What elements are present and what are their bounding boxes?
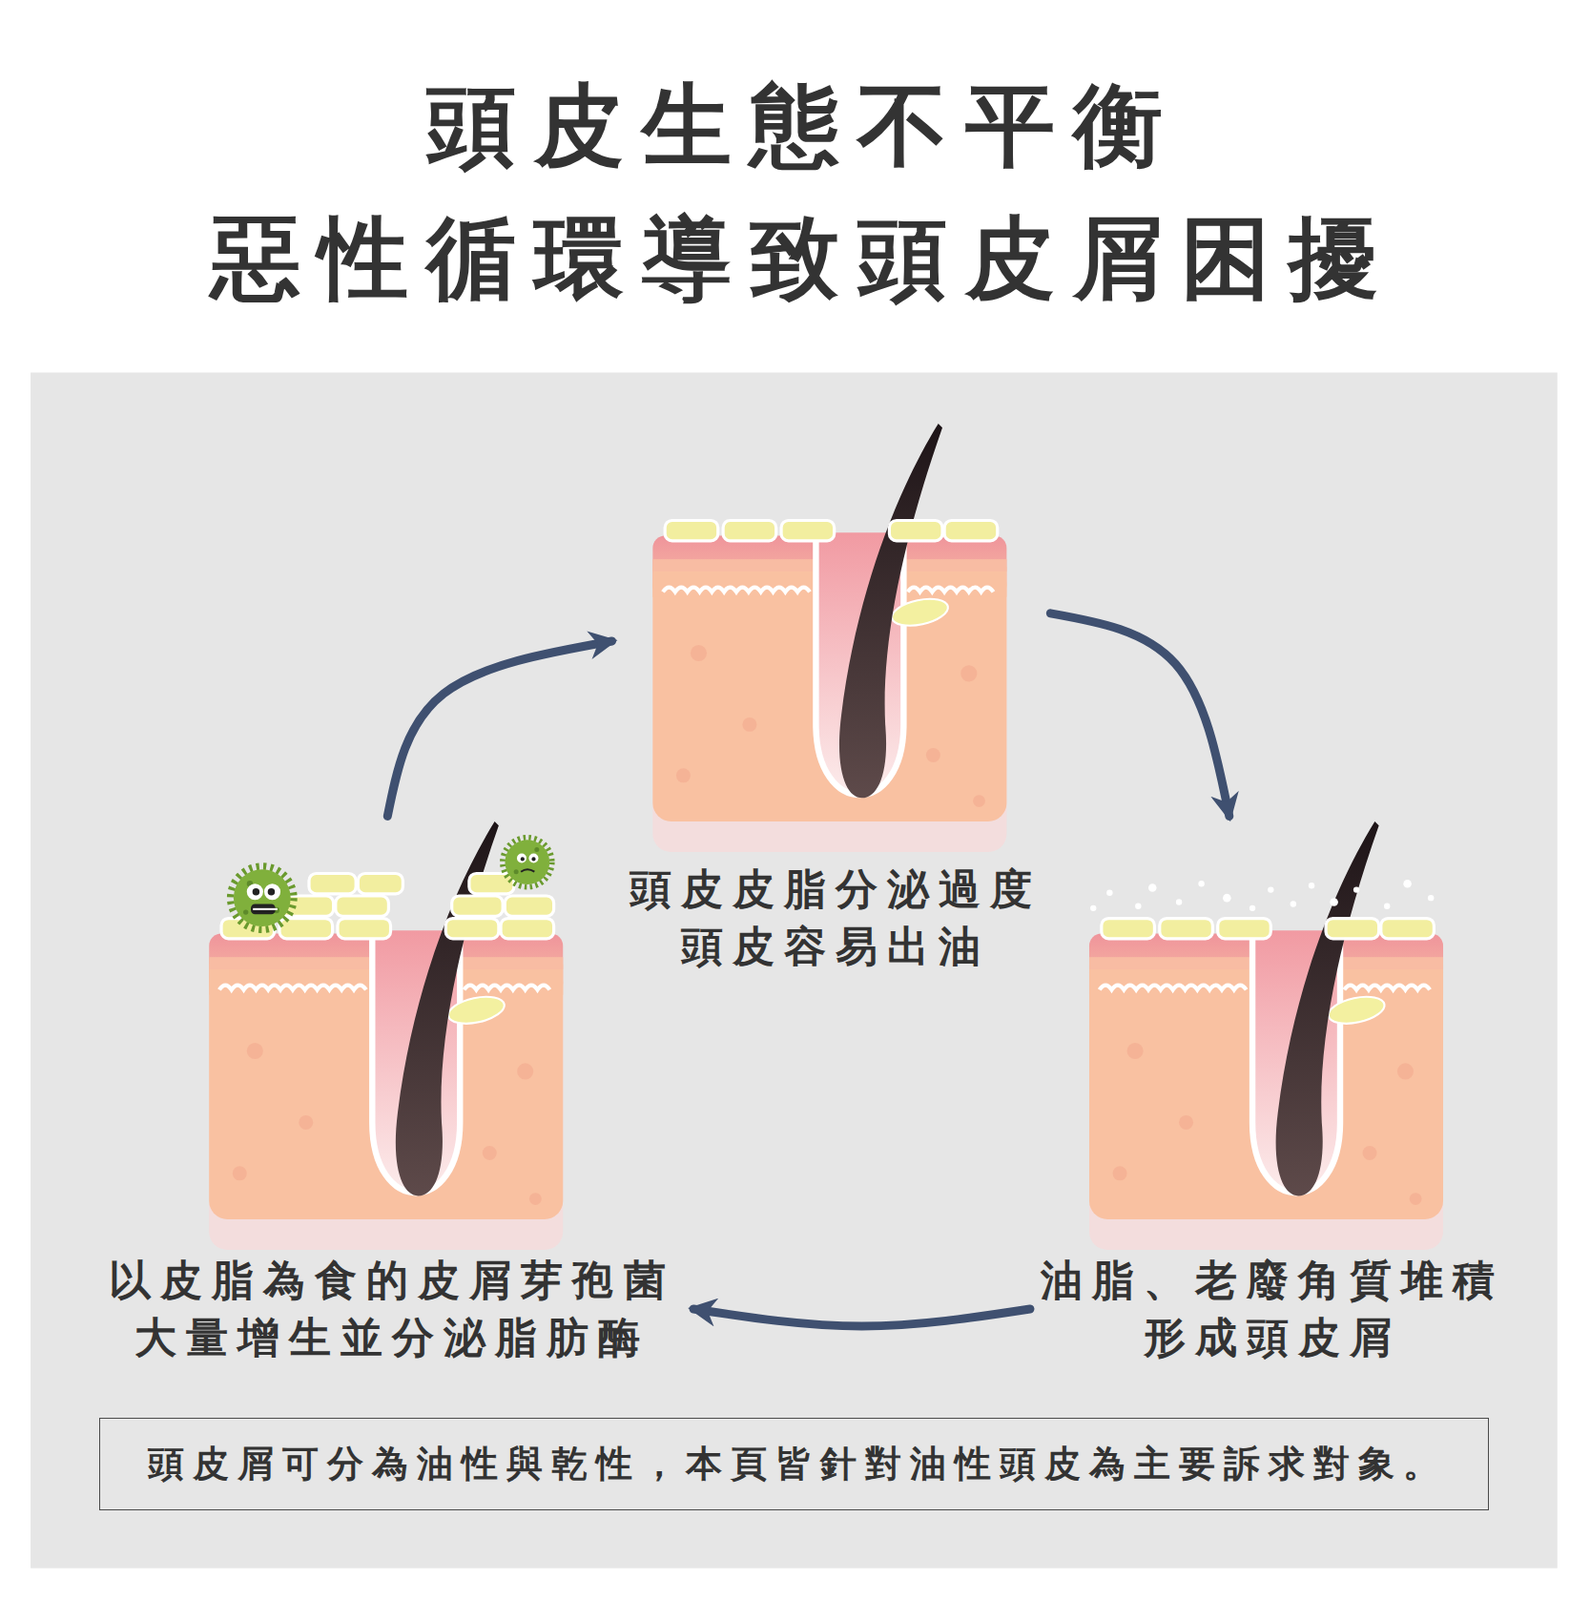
flakes	[1090, 879, 1434, 911]
title: 頭皮生態不平衡 惡性循環導致頭皮屑困擾	[79, 59, 1510, 325]
cycle-arrow	[693, 1308, 1031, 1326]
skin-section	[652, 423, 1007, 852]
skin-section	[1089, 821, 1444, 1250]
stage-caption: 以皮脂為食的皮屑芽孢菌 大量增生並分泌脂肪酶	[82, 1251, 695, 1366]
cell-pile	[280, 872, 555, 916]
stage-fungus	[208, 821, 563, 1250]
skin-section	[208, 821, 563, 1250]
note-text: 頭皮屑可分為油性與乾性，本頁皆針對油性頭皮為主要訴求對象。	[115, 1440, 1473, 1487]
stage-flakes	[1089, 821, 1444, 1250]
cycle-arrow	[1050, 613, 1229, 817]
stage-box: 以皮脂為食的皮屑芽孢菌 大量增生並分泌脂肪酶	[82, 815, 695, 1366]
stage-caption: 油脂、老廢角質堆積 形成頭皮屑	[1030, 1251, 1505, 1366]
fungus	[230, 866, 294, 930]
panel	[30, 371, 1558, 1568]
note-box: 頭皮屑可分為油性與乾性，本頁皆針對油性頭皮為主要訴求對象。	[99, 1417, 1489, 1509]
stage-caption: 頭皮皮脂分泌過度 頭皮容易出油	[612, 860, 1052, 975]
cycle-arrow	[387, 640, 612, 816]
stage-box: 油脂、老廢角質堆積 形成頭皮屑	[1030, 815, 1505, 1366]
stage-box: 頭皮皮脂分泌過度 頭皮容易出油	[612, 417, 1052, 975]
stage-oily	[652, 423, 1007, 852]
fungus	[502, 837, 553, 888]
